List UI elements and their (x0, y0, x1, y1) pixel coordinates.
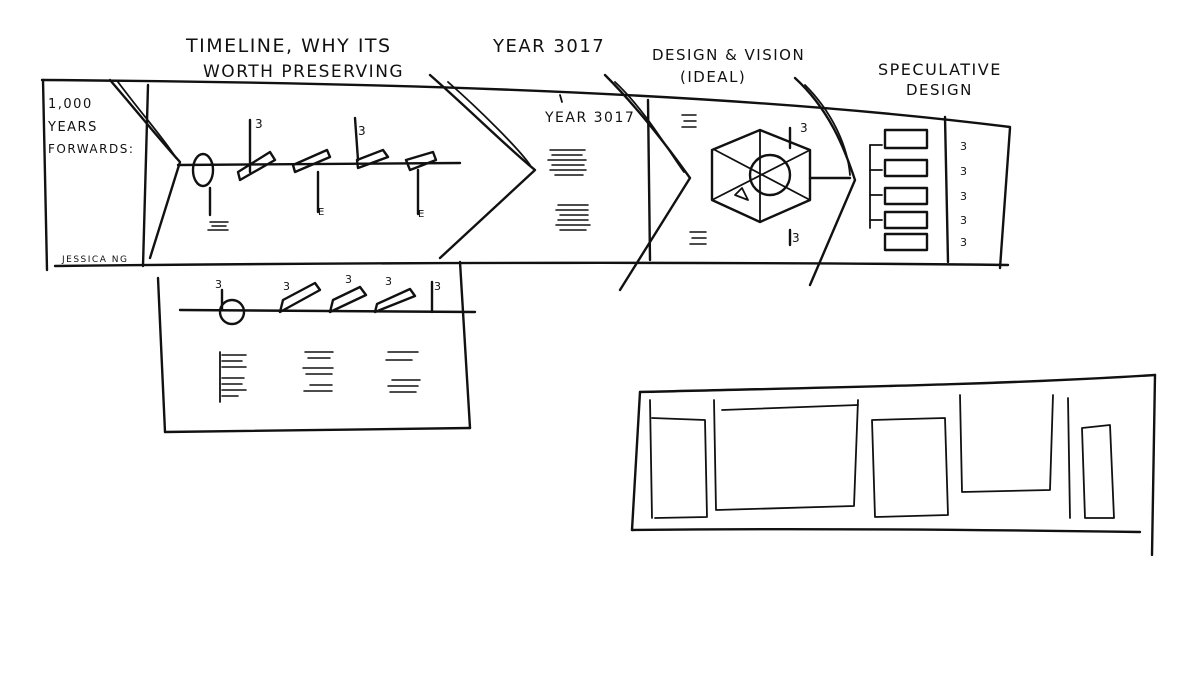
svg-text:3: 3 (792, 231, 801, 245)
svg-text:3: 3 (434, 280, 443, 293)
year-panel-label: YEAR 3017 (544, 110, 635, 126)
design-heading-line1: DESIGN & VISION (652, 46, 805, 64)
timeline-heading-line2: WORTH PRESERVING (203, 62, 404, 82)
svg-text:E: E (418, 209, 426, 220)
timeline-detail-card: 3 3 3 3 3 (158, 262, 475, 432)
svg-text:3: 3 (960, 190, 969, 203)
chevron-separators (110, 75, 855, 290)
svg-text:3: 3 (960, 165, 969, 178)
year-heading: YEAR 3017 (492, 36, 605, 57)
svg-text:3: 3 (385, 275, 394, 288)
svg-text:3: 3 (255, 117, 264, 131)
speculative-heading-line1: SPECULATIVE (878, 60, 1002, 79)
design-vision-panel: 3 3 (648, 100, 850, 260)
svg-text:3: 3 (800, 121, 809, 135)
svg-text:3: 3 (215, 278, 224, 291)
intro-line3: FORWARDS: (48, 142, 134, 156)
intro-panel: 1,000 YEARS FORWARDS: JESSICA NG (47, 97, 134, 265)
intro-line1: 1,000 (48, 97, 93, 112)
timeline-heading-line1: TIMELINE, WHY ITS (185, 35, 392, 57)
speculative-heading-line2: DESIGN (906, 81, 973, 99)
design-heading-line2: (IDEAL) (680, 68, 746, 86)
svg-text:E: E (318, 207, 326, 218)
timeline-origin-circle (193, 154, 213, 186)
timeline-panel: 3 E 3 E (178, 117, 460, 230)
svg-text:3: 3 (358, 124, 367, 138)
svg-text:3: 3 (960, 214, 969, 227)
speculative-panel: 3 3 3 3 3 (870, 117, 969, 262)
year-panel: YEAR 3017 (544, 95, 635, 230)
svg-text:3: 3 (345, 273, 354, 286)
svg-text:3: 3 (960, 140, 969, 153)
intro-line2: YEARS (47, 120, 98, 135)
author-signature: JESSICA NG (61, 255, 128, 265)
wireframe-frame (632, 375, 1155, 555)
svg-text:3: 3 (960, 236, 969, 249)
storyboard-strip (42, 80, 1010, 270)
svg-text:3: 3 (283, 280, 292, 293)
